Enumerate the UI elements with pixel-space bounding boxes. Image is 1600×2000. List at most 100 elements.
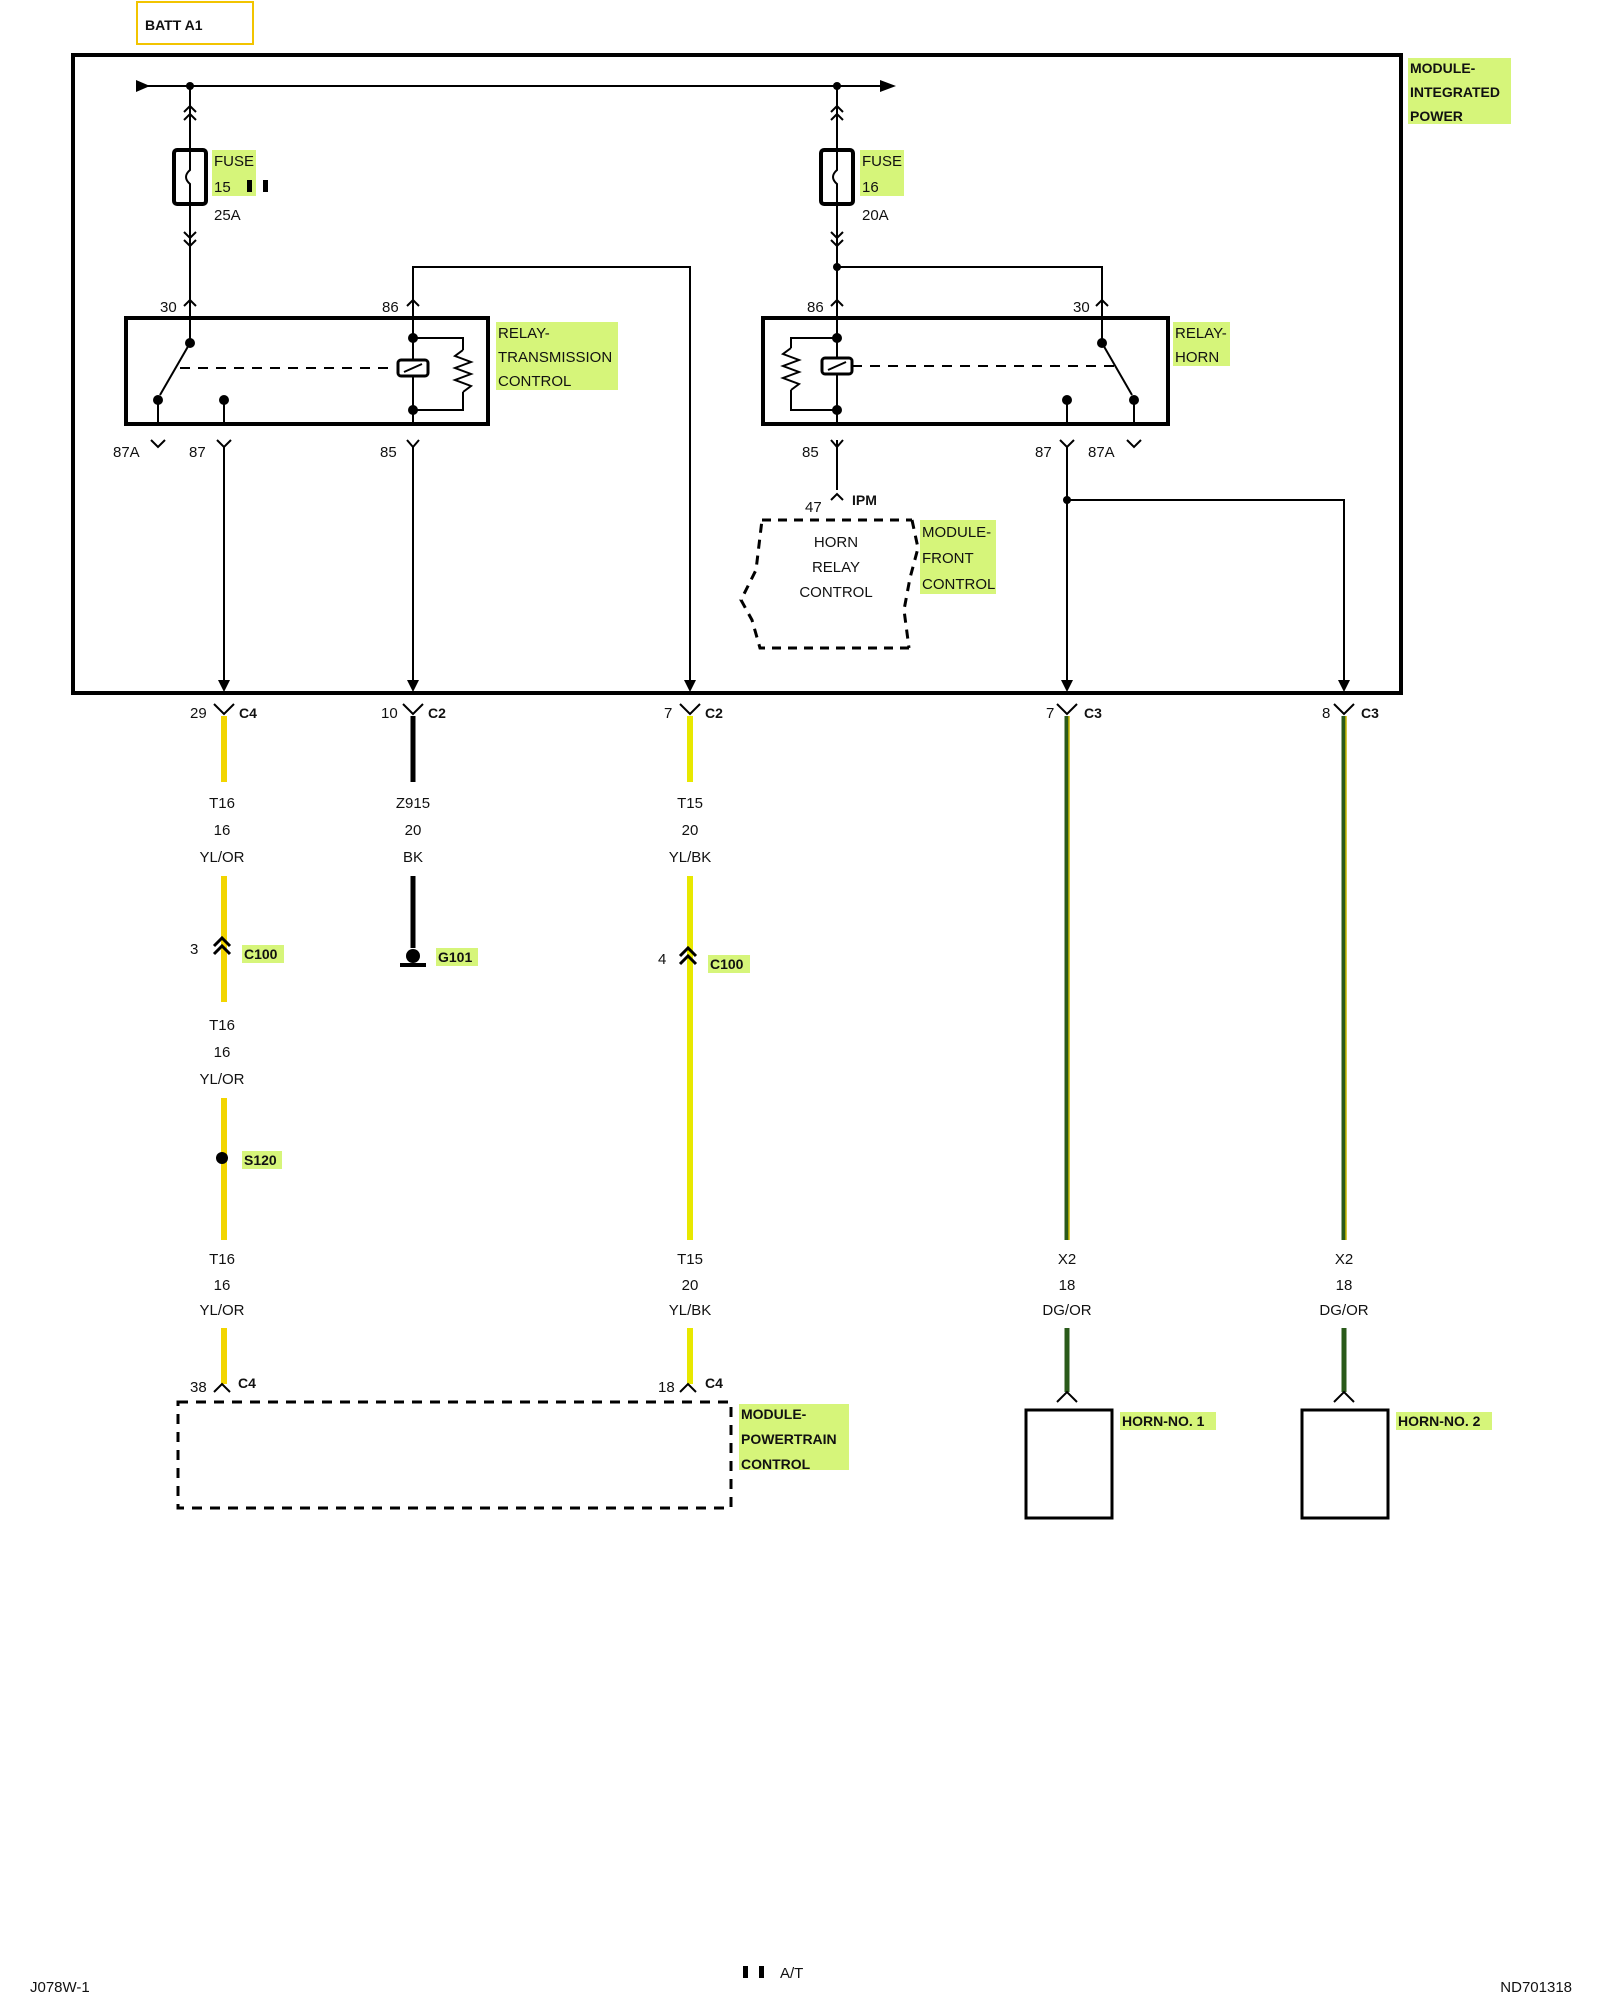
svg-text:RELAY-: RELAY- bbox=[1175, 325, 1227, 342]
horn-relay-control: 47 IPM HORN RELAY CONTROL bbox=[739, 440, 920, 650]
svg-text:18: 18 bbox=[658, 1379, 675, 1396]
svg-text:85: 85 bbox=[802, 444, 819, 461]
horn-no-1: HORN-NO. 1 bbox=[1024, 1408, 1216, 1520]
svg-text:POWERTRAIN: POWERTRAIN bbox=[741, 1431, 837, 1447]
svg-text:30: 30 bbox=[1073, 299, 1090, 316]
ground-g101: G101 bbox=[438, 949, 472, 965]
svg-text:YL/BK: YL/BK bbox=[669, 1302, 712, 1319]
wire-x2-horn-2: X2 18 DG/OR bbox=[1319, 716, 1369, 1403]
svg-text:87: 87 bbox=[189, 444, 206, 461]
fuse-16: FUSE 16 20A bbox=[819, 86, 904, 300]
svg-text:18: 18 bbox=[1059, 1277, 1076, 1294]
svg-text:20: 20 bbox=[682, 1277, 699, 1294]
svg-text:S120: S120 bbox=[244, 1152, 277, 1168]
svg-text:MODULE-: MODULE- bbox=[741, 1406, 807, 1422]
integrated-power-module-label: MODULE- INTEGRATED POWER bbox=[1408, 58, 1511, 124]
svg-text:16: 16 bbox=[214, 1277, 231, 1294]
svg-text:38: 38 bbox=[190, 1379, 207, 1396]
connector-c2-7: 7 C2 bbox=[664, 703, 723, 722]
svg-text:10: 10 bbox=[381, 705, 398, 722]
svg-text:T15: T15 bbox=[677, 795, 703, 812]
svg-text:C100: C100 bbox=[244, 946, 278, 962]
svg-text:7: 7 bbox=[1046, 705, 1054, 722]
svg-text:YL/OR: YL/OR bbox=[199, 1302, 244, 1319]
connector-c3-8: 8 C3 bbox=[1322, 703, 1379, 722]
svg-text:FUSE: FUSE bbox=[862, 153, 902, 170]
wire-x2-horn-1: X2 18 DG/OR bbox=[1042, 716, 1092, 1403]
svg-text:DG/OR: DG/OR bbox=[1042, 1302, 1091, 1319]
svg-text:TRANSMISSION: TRANSMISSION bbox=[498, 349, 612, 366]
svg-text:85: 85 bbox=[380, 444, 397, 461]
svg-text:YL/BK: YL/BK bbox=[669, 849, 712, 866]
svg-text:HORN: HORN bbox=[814, 534, 858, 551]
relay-transmission-control-label: RELAY- TRANSMISSION CONTROL bbox=[496, 322, 618, 390]
svg-text:7: 7 bbox=[664, 705, 672, 722]
svg-text:CONTROL: CONTROL bbox=[799, 584, 872, 601]
svg-text:47: 47 bbox=[805, 499, 822, 516]
svg-text:X2: X2 bbox=[1335, 1251, 1353, 1268]
connector-c2-10: 10 C2 bbox=[381, 703, 446, 722]
svg-text:CONTROL: CONTROL bbox=[741, 1456, 811, 1472]
svg-text:C4: C4 bbox=[705, 1375, 723, 1391]
connector-c3-7: 7 C3 bbox=[1046, 703, 1102, 722]
svg-text:INTEGRATED: INTEGRATED bbox=[1410, 84, 1500, 100]
at-legend-icon bbox=[743, 1966, 748, 1978]
svg-text:C3: C3 bbox=[1361, 705, 1379, 721]
svg-text:BK: BK bbox=[403, 849, 423, 866]
svg-text:C4: C4 bbox=[238, 1375, 256, 1391]
svg-text:20A: 20A bbox=[862, 207, 889, 224]
svg-text:T16: T16 bbox=[209, 1251, 235, 1268]
svg-text:C4: C4 bbox=[239, 705, 257, 721]
svg-text:86: 86 bbox=[382, 299, 399, 316]
battery-bus bbox=[136, 80, 896, 92]
svg-text:HORN: HORN bbox=[1175, 349, 1219, 366]
at-marker-icon bbox=[247, 180, 252, 192]
svg-text:C2: C2 bbox=[705, 705, 723, 721]
svg-text:16: 16 bbox=[214, 1044, 231, 1061]
fuse-15: FUSE 15 25A bbox=[172, 86, 268, 300]
batt-a1-label: BATT A1 bbox=[136, 1, 254, 45]
svg-text:FUSE: FUSE bbox=[214, 153, 254, 170]
svg-text:MODULE-: MODULE- bbox=[1410, 60, 1476, 76]
svg-text:CONTROL: CONTROL bbox=[498, 373, 571, 390]
relay-transmission-control: 30 87A 87 86 85 bbox=[113, 298, 490, 461]
svg-text:3: 3 bbox=[190, 941, 198, 958]
svg-text:DG/OR: DG/OR bbox=[1319, 1302, 1368, 1319]
svg-text:16: 16 bbox=[214, 822, 231, 839]
svg-text:16: 16 bbox=[862, 179, 879, 196]
svg-text:RELAY-: RELAY- bbox=[498, 325, 550, 342]
svg-text:Z915: Z915 bbox=[396, 795, 430, 812]
horn-no-2: HORN-NO. 2 bbox=[1300, 1408, 1492, 1520]
footer-center: A/T bbox=[780, 1965, 803, 1982]
footer-left: J078W-1 bbox=[30, 1979, 90, 1996]
svg-text:IPM: IPM bbox=[852, 492, 877, 508]
svg-text:87A: 87A bbox=[113, 444, 140, 461]
svg-text:BATT A1: BATT A1 bbox=[145, 17, 203, 33]
svg-text:20: 20 bbox=[405, 822, 422, 839]
svg-text:18: 18 bbox=[1336, 1277, 1353, 1294]
svg-text:CONTROL: CONTROL bbox=[922, 576, 995, 593]
svg-text:25A: 25A bbox=[214, 207, 241, 224]
svg-text:HORN-NO. 2: HORN-NO. 2 bbox=[1398, 1413, 1481, 1429]
svg-text:C3: C3 bbox=[1084, 705, 1102, 721]
svg-text:RELAY: RELAY bbox=[812, 559, 860, 576]
svg-text:20: 20 bbox=[682, 822, 699, 839]
svg-text:86: 86 bbox=[807, 299, 824, 316]
powertrain-control-module: MODULE- POWERTRAIN CONTROL bbox=[176, 1400, 849, 1510]
wire-t16: T16 16 YL/OR 3 C100 T16 16 YL/OR S120 T1… bbox=[190, 716, 284, 1396]
svg-text:MODULE-: MODULE- bbox=[922, 524, 991, 541]
relay-horn-label: RELAY- HORN bbox=[1173, 322, 1230, 366]
svg-text:30: 30 bbox=[160, 299, 177, 316]
front-control-module-label: MODULE- FRONT CONTROL bbox=[920, 520, 996, 594]
relay-horn: 86 30 85 87 87A bbox=[761, 266, 1170, 461]
connector-c4-29: 29 C4 bbox=[190, 703, 257, 722]
svg-text:X2: X2 bbox=[1058, 1251, 1076, 1268]
svg-text:T16: T16 bbox=[209, 795, 235, 812]
svg-text:POWER: POWER bbox=[1410, 108, 1463, 124]
footer-right: ND701318 bbox=[1500, 1979, 1572, 1996]
svg-text:FRONT: FRONT bbox=[922, 550, 974, 567]
wire-z915: Z915 20 BK G101 bbox=[396, 716, 478, 967]
svg-text:4: 4 bbox=[658, 951, 666, 968]
svg-text:8: 8 bbox=[1322, 705, 1330, 722]
